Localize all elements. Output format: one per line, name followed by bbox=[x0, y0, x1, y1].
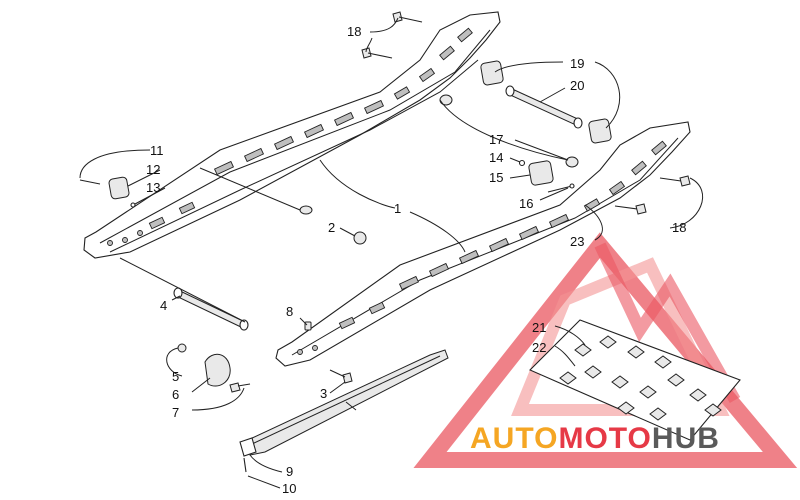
callout-4: 4 bbox=[160, 298, 167, 313]
callout-12: 12 bbox=[146, 162, 160, 177]
callout-13: 13 bbox=[146, 180, 160, 195]
callout-5: 5 bbox=[172, 369, 179, 384]
watermark-zigzag bbox=[594, 242, 741, 403]
lower-rail-slots bbox=[297, 140, 667, 355]
callout-14: 14 bbox=[489, 150, 503, 165]
callout-15: 15 bbox=[489, 170, 503, 185]
callout-20: 20 bbox=[570, 78, 584, 93]
track-clips-part21 bbox=[529, 319, 741, 441]
watermark-hub: HUB bbox=[652, 422, 720, 455]
lower-rail bbox=[275, 121, 691, 367]
callout-16: 16 bbox=[519, 196, 533, 211]
rear-block-part12 bbox=[79, 176, 136, 208]
bolt-part18-top bbox=[361, 11, 423, 59]
callout-3: 3 bbox=[320, 386, 327, 401]
callout-22: 22 bbox=[532, 340, 546, 355]
track-clip-row bbox=[559, 335, 722, 421]
slide-rail-part9 bbox=[239, 349, 449, 473]
watermark-auto: AUTO bbox=[470, 422, 558, 455]
spacer-part2 bbox=[299, 205, 367, 245]
bumper-block-part19 bbox=[480, 60, 612, 144]
callout-10: 10 bbox=[282, 481, 296, 496]
callout-labels: 1 2 3 4 5 6 7 8 9 10 11 12 13 14 15 16 1… bbox=[146, 24, 686, 496]
svg-text:AUTOMOTOHUB: AUTOMOTOHUB bbox=[470, 422, 720, 455]
bracket-part6 bbox=[177, 343, 251, 393]
callout-2: 2 bbox=[328, 220, 335, 235]
bolt-part18-right bbox=[614, 175, 691, 215]
callout-11: 11 bbox=[150, 143, 164, 158]
upper-shaft-part20 bbox=[505, 85, 583, 129]
leader-lines bbox=[79, 17, 703, 489]
callout-18-top: 18 bbox=[347, 24, 361, 39]
callout-1: 1 bbox=[394, 201, 401, 216]
callout-19: 19 bbox=[570, 56, 584, 71]
callout-6: 6 bbox=[172, 387, 179, 402]
watermark-text: AUTOMOTOHUB bbox=[470, 422, 720, 455]
rear-axle-part4 bbox=[173, 287, 249, 331]
bolt-part3 bbox=[329, 369, 353, 384]
callout-17: 17 bbox=[489, 132, 503, 147]
callout-8: 8 bbox=[286, 304, 293, 319]
block-part15 bbox=[518, 159, 575, 193]
upper-rail-slots bbox=[107, 27, 473, 246]
upper-rail bbox=[83, 11, 501, 259]
callout-18-right: 18 bbox=[672, 220, 686, 235]
callout-7: 7 bbox=[172, 405, 179, 420]
callout-23: 23 bbox=[570, 234, 584, 249]
callout-9: 9 bbox=[286, 464, 293, 479]
watermark-moto: MOTO bbox=[558, 422, 651, 455]
callout-21: 21 bbox=[532, 320, 546, 335]
